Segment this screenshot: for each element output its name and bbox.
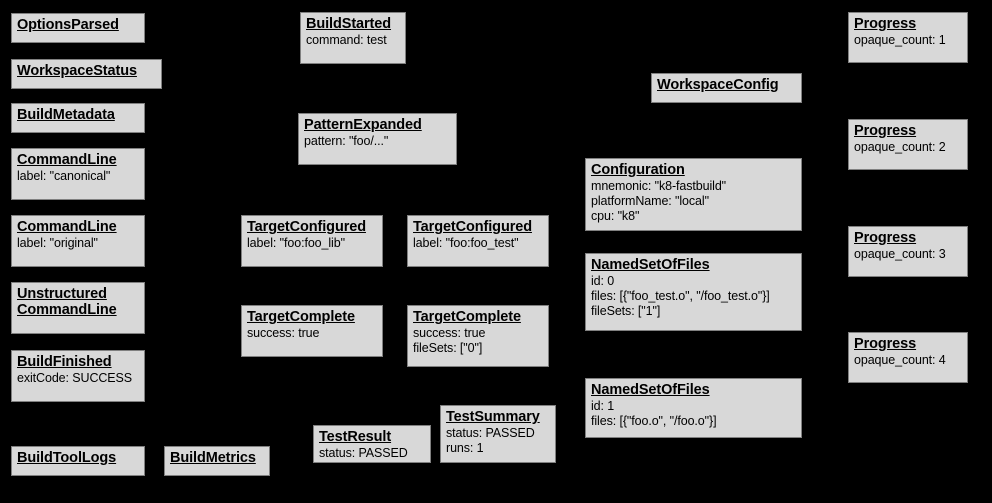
event-node-fields: pattern: "foo/..."	[304, 134, 389, 148]
event-node-build-metadata[interactable]: BuildMetadata	[11, 103, 145, 133]
event-node-title: Progress	[854, 336, 917, 352]
event-node-title: TestResult	[319, 429, 392, 445]
event-node-title: BuildMetadata	[17, 107, 115, 123]
event-node-fields: status: PASSED runs: 1	[446, 426, 535, 455]
event-node-title: TargetConfigured	[247, 219, 366, 235]
event-node-fields: command: test	[306, 33, 387, 47]
event-node-fields: mnemonic: "k8-fastbuild" platformName: "…	[591, 179, 727, 223]
event-node-title: NamedSetOfFiles	[591, 257, 710, 273]
event-node-title: CommandLine	[17, 219, 117, 235]
event-node-fields: opaque_count: 1	[854, 33, 946, 47]
event-node-workspace-status[interactable]: WorkspaceStatus	[11, 59, 162, 89]
event-node-fields: exitCode: SUCCESS	[17, 371, 133, 385]
event-node-build-metrics[interactable]: BuildMetrics	[164, 446, 270, 476]
event-node-title: BuildToolLogs	[17, 450, 117, 466]
event-node-title: PatternExpanded	[304, 117, 422, 133]
event-node-title: TestSummary	[446, 409, 540, 425]
event-node-fields: success: true	[247, 326, 320, 340]
event-node-title: BuildMetrics	[170, 450, 256, 466]
event-node-fields: opaque_count: 4	[854, 353, 946, 367]
event-node-title: WorkspaceConfig	[657, 77, 779, 93]
event-node-fields: label: "foo:foo_test"	[413, 236, 519, 250]
event-node-title: TargetConfigured	[413, 219, 532, 235]
event-node-title: Progress	[854, 230, 917, 246]
event-node-unstructured-command-line[interactable]: Unstructured CommandLine	[11, 282, 145, 334]
event-node-options-parsed[interactable]: OptionsParsed	[11, 13, 145, 43]
event-node-fields: opaque_count: 2	[854, 140, 946, 154]
event-node-fields: status: PASSED	[319, 446, 408, 460]
event-node-build-tool-logs[interactable]: BuildToolLogs	[11, 446, 145, 476]
event-node-title: Progress	[854, 123, 917, 139]
event-node-title: BuildStarted	[306, 16, 392, 32]
event-node-fields: label: "original"	[17, 236, 98, 250]
event-node-title: OptionsParsed	[17, 17, 119, 33]
event-node-title: Configuration	[591, 162, 685, 178]
event-node-title: TargetComplete	[413, 309, 521, 325]
event-node-title: TargetComplete	[247, 309, 355, 325]
event-node-workspace-config[interactable]: WorkspaceConfig	[651, 73, 802, 103]
event-node-fields: success: true fileSets: ["0"]	[413, 326, 486, 355]
event-node-title: NamedSetOfFiles	[591, 382, 710, 398]
event-node-fields: label: "foo:foo_lib"	[247, 236, 345, 250]
event-node-fields: id: 1 files: [{"foo.o", "/foo.o"}]	[591, 399, 717, 428]
event-node-title: Progress	[854, 16, 917, 32]
event-node-title: WorkspaceStatus	[17, 63, 137, 79]
event-node-fields: label: "canonical"	[17, 169, 111, 183]
event-node-title: CommandLine	[17, 152, 117, 168]
event-node-title: BuildFinished	[17, 354, 112, 370]
event-node-fields: id: 0 files: [{"foo_test.o", "/foo_test.…	[591, 274, 770, 318]
event-node-title: Unstructured CommandLine	[17, 286, 117, 318]
event-node-fields: opaque_count: 3	[854, 247, 946, 261]
